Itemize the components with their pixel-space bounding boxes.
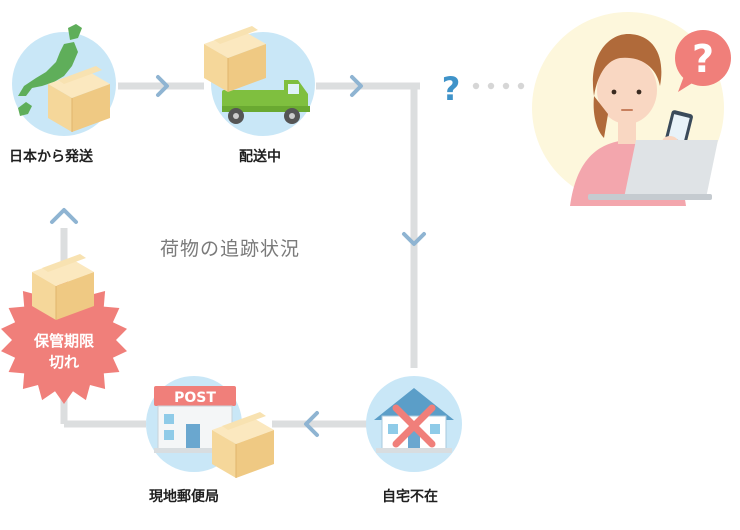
expired-label-line2: 切れ bbox=[48, 353, 79, 371]
unknown-question-icon: ? bbox=[442, 70, 461, 108]
label-ship-from-japan: 日本から発送 bbox=[9, 149, 93, 165]
step-not-at-home bbox=[366, 376, 462, 472]
step-in-delivery bbox=[203, 25, 315, 136]
laptop-icon bbox=[588, 140, 718, 200]
flow-lines bbox=[60, 82, 420, 428]
right-arrow-icon bbox=[350, 75, 363, 97]
svg-text:?: ? bbox=[692, 37, 714, 81]
up-arrow-icon bbox=[50, 208, 78, 224]
post-office-icon: POST bbox=[154, 386, 236, 453]
expired-storage-badge bbox=[1, 253, 127, 404]
cross-icon bbox=[392, 404, 436, 448]
svg-text:POST: POST bbox=[174, 390, 216, 406]
trailing-dots bbox=[472, 82, 525, 90]
flow-chevrons bbox=[50, 75, 426, 437]
label-in-delivery: 配送中 bbox=[239, 149, 281, 165]
expired-label-line1: 保管期限 bbox=[33, 332, 94, 350]
japan-map-icon bbox=[18, 24, 82, 116]
label-not-at-home: 自宅不在 bbox=[382, 489, 438, 505]
question-icon: ? bbox=[675, 30, 731, 92]
delivery-truck-icon bbox=[222, 80, 310, 124]
right-arrow-icon bbox=[156, 75, 169, 97]
step-ship-from-japan bbox=[12, 24, 116, 136]
step-local-post-office: POST bbox=[146, 376, 275, 479]
down-arrow-icon bbox=[402, 232, 426, 246]
left-arrow-icon bbox=[304, 411, 319, 437]
label-local-post-office: 現地郵便局 bbox=[149, 489, 219, 505]
diagram-title: 荷物の追跡状況 bbox=[160, 238, 301, 260]
confused-recipient: ? bbox=[532, 12, 731, 206]
